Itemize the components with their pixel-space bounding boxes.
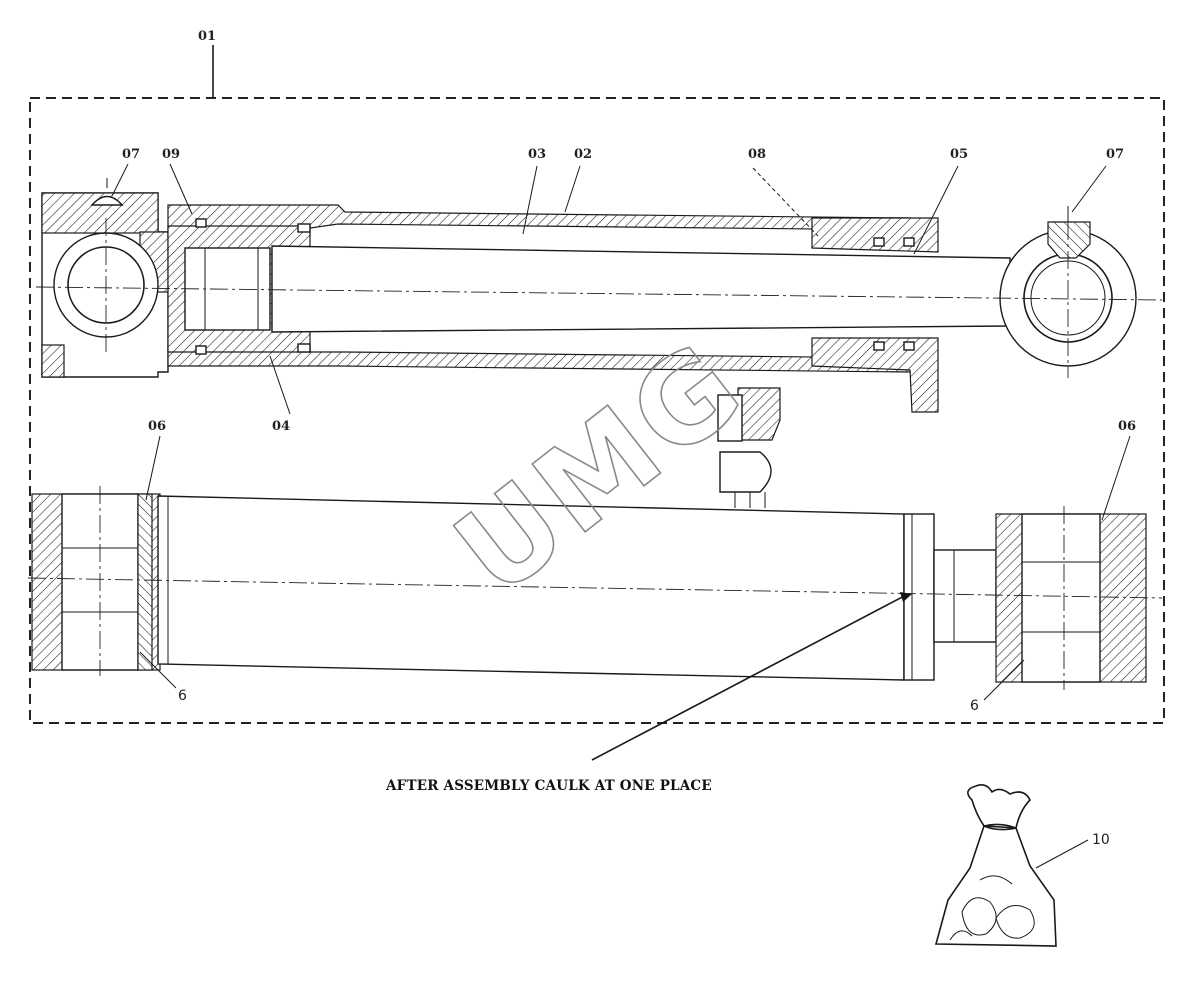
label-bushing-right-small: 6 xyxy=(970,698,979,714)
label-grease-fitting-right: 07 xyxy=(1106,147,1124,162)
label-head: 05 xyxy=(950,147,968,162)
rod-pin-view xyxy=(27,486,1163,690)
label-assembly: 01 xyxy=(198,29,216,44)
caulk-leader xyxy=(591,593,909,761)
label-tube: 02 xyxy=(574,147,592,162)
label-bushing-right: 06 xyxy=(1118,419,1136,434)
label-piston: 04 xyxy=(272,419,290,434)
label-bushing-left-small: 6 xyxy=(178,688,187,704)
label-grease-fitting-left: 07 xyxy=(122,147,140,162)
caulk-note: AFTER ASSEMBLY CAULK AT ONE PLACE xyxy=(385,778,712,794)
cylinder-section-view xyxy=(35,178,1163,508)
label-bushing-left: 06 xyxy=(148,419,166,434)
label-seal-kit-bag: 10 xyxy=(1092,832,1110,848)
label-rod: 03 xyxy=(528,147,546,162)
assembly-boundary xyxy=(29,97,1165,724)
label-seal-kit-item: 08 xyxy=(748,147,766,162)
label-piston-nut: 09 xyxy=(162,147,180,162)
seal-kit-bag-icon xyxy=(934,784,1057,947)
